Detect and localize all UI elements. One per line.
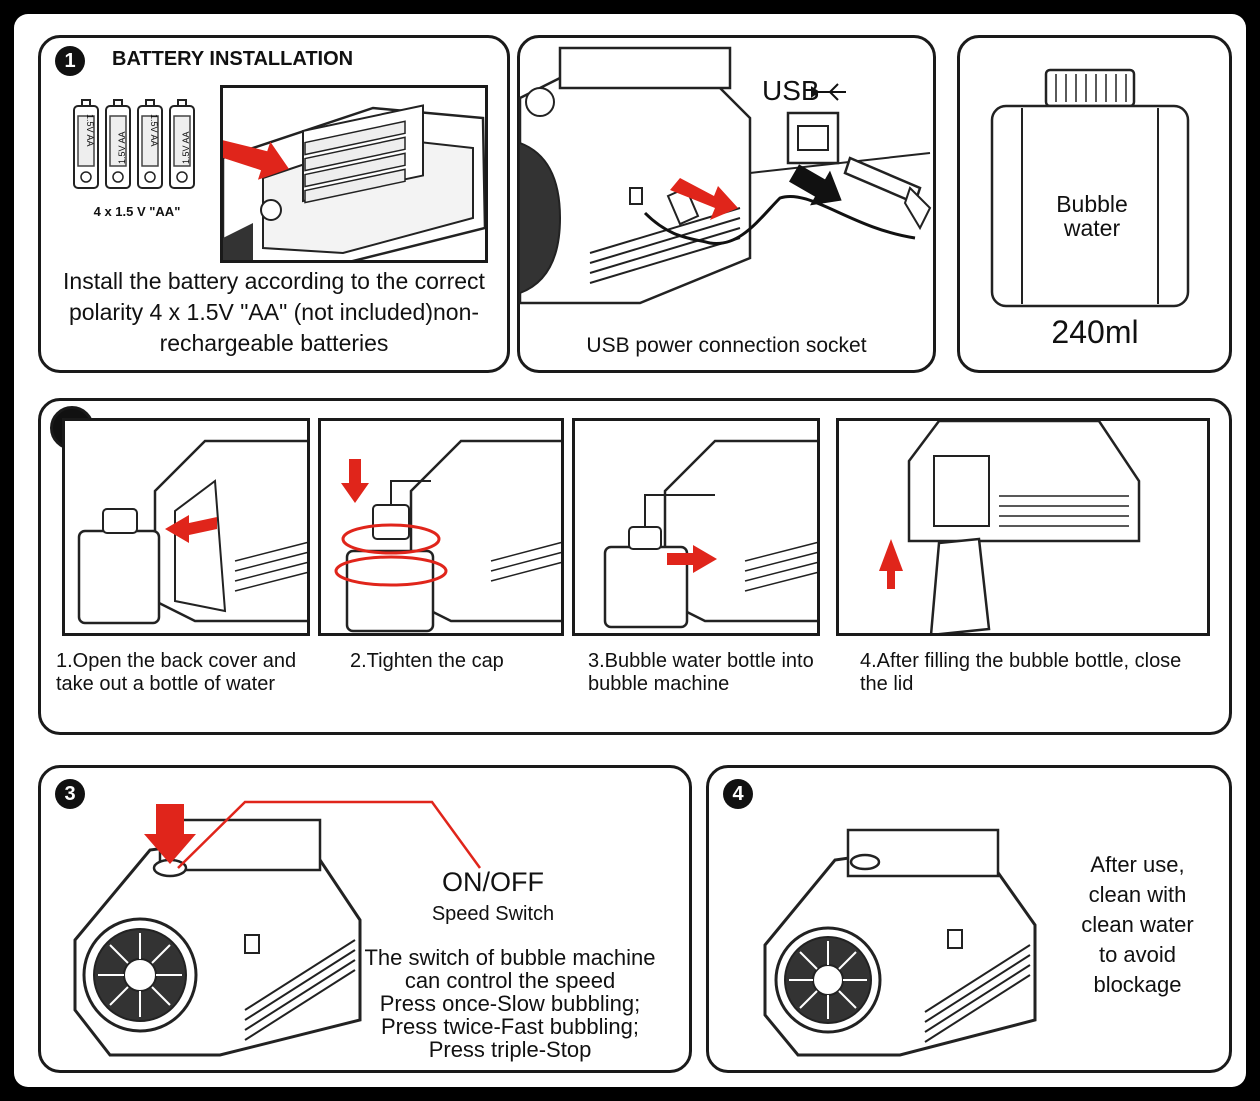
- switch-description-line: can control the speed: [404, 968, 616, 993]
- bubble-water-volume: 240ml: [1051, 314, 1139, 350]
- cleaning-description: After use, clean with clean water to avo…: [1050, 850, 1225, 1000]
- switch-subtitle: Speed Switch: [431, 903, 555, 925]
- batteries-illustration: [73, 99, 195, 189]
- bubble-machine-cleaning-illustration: [763, 828, 1037, 1057]
- step2-caption-2: 2.Tighten the cap: [350, 650, 504, 672]
- cleaning-description-line: clean with: [1088, 882, 1187, 907]
- step3-number-badge: 3: [55, 779, 85, 809]
- cleaning-description-line: After use,: [1090, 852, 1185, 877]
- bubble-water-bottle-icon: [990, 68, 1190, 308]
- svg-text:USB: USB: [762, 75, 820, 106]
- switch-title: ON/OFF: [442, 867, 544, 897]
- switch-description-line: The switch of bubble machine: [364, 945, 656, 970]
- step2-caption-1: 1.Open the back cover and take out a bot…: [56, 650, 297, 695]
- switch-description-line: Press once-Slow bubbling;: [379, 991, 641, 1016]
- bubble-water-label: Bubble water: [1056, 191, 1128, 241]
- step2-frame-close-lid: [836, 418, 1210, 636]
- step1-number-badge: 1: [55, 46, 85, 76]
- cleaning-description-line: clean water: [1081, 912, 1194, 937]
- step2-caption-4: 4.After filling the bubble bottle, close…: [860, 650, 1182, 695]
- usb-caption: USB power connection socket: [586, 334, 867, 357]
- cleaning-description-line: blockage: [1093, 972, 1182, 997]
- step4-number-badge: 4: [723, 779, 753, 809]
- cleaning-description-line: to avoid: [1098, 942, 1177, 967]
- step2-frame-tighten-cap: [318, 418, 564, 636]
- battery-label-3: 1.5V AA: [149, 114, 159, 147]
- usb-connection-illustration: USB: [518, 46, 932, 305]
- battery-installation-title: BATTERY INSTALLATION: [112, 48, 354, 70]
- battery-spec-label: 4 x 1.5 V "AA": [93, 204, 181, 219]
- switch-description: The switch of bubble machine can control…: [330, 946, 690, 1061]
- battery-label-1: 1.5V AA: [85, 114, 95, 147]
- battery-label-4: 1.5V AA: [181, 131, 191, 164]
- switch-description-line: Press twice-Fast bubbling;: [381, 1014, 639, 1039]
- step2-frame-insert-bottle: [572, 418, 820, 636]
- battery-instruction-text: Install the battery according to the cor…: [63, 268, 485, 356]
- battery-label-2: 1.5V AA: [117, 131, 127, 164]
- step2-frame-open-cover: [62, 418, 310, 636]
- step2-caption-3: 3.Bubble water bottle into bubble machin…: [588, 650, 814, 695]
- battery-compartment-illustration: [220, 85, 488, 263]
- bubble-machine-switch-illustration: [73, 800, 482, 1057]
- switch-description-line: Press triple-Stop: [428, 1037, 592, 1062]
